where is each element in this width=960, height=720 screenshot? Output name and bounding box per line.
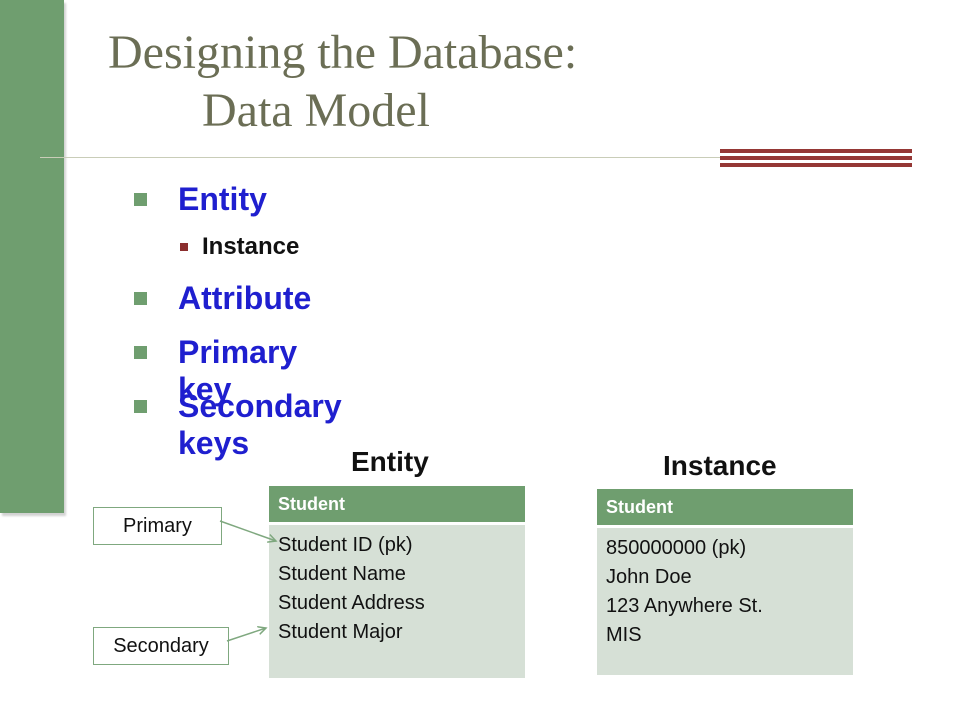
slide-title: Designing the Database: Data Model xyxy=(108,24,577,140)
primary-arrow xyxy=(219,520,276,541)
title-line-1: Designing the Database: xyxy=(108,26,578,79)
sub-bullet-item: Instance xyxy=(180,233,300,261)
instance-box-header: Student xyxy=(597,489,853,528)
instance-value-list: 850000000 (pk) John Doe 123 Anywhere St.… xyxy=(597,528,853,650)
accent-stripe xyxy=(720,156,912,160)
bullet-text: Attribute xyxy=(178,280,312,316)
entity-box: Student Student ID (pk) Student Name Stu… xyxy=(269,486,525,678)
bullet-text: Primary key xyxy=(178,334,298,407)
bullet-square-icon xyxy=(134,346,147,359)
instance-value: 123 Anywhere St. xyxy=(606,595,763,617)
side-accent-bar xyxy=(0,0,64,513)
bullet-item: Entity xyxy=(134,181,267,218)
sub-bullet-square-icon xyxy=(180,243,188,251)
title-line-2: Data Model xyxy=(202,84,430,137)
bullet-text: Instance xyxy=(202,233,300,260)
bullet-item: Secondary keys xyxy=(134,388,342,462)
entity-attribute: Student Major xyxy=(278,621,403,643)
title-divider xyxy=(40,157,720,158)
instance-value: 850000000 (pk) xyxy=(606,537,747,559)
instance-value: John Doe xyxy=(606,566,692,588)
entity-box-header: Student xyxy=(269,486,525,525)
bullet-item: Attribute xyxy=(134,280,312,317)
entity-attribute-list: Student ID (pk) Student Name Student Add… xyxy=(269,525,525,647)
bullet-square-icon xyxy=(134,193,147,206)
bullet-text: Secondary keys xyxy=(178,388,342,461)
entity-attribute: Student ID (pk) xyxy=(278,534,413,556)
secondary-arrow xyxy=(226,628,266,642)
entity-attribute: Student Address xyxy=(278,592,425,614)
accent-stripe xyxy=(720,149,912,153)
instance-box: Student 850000000 (pk) John Doe 123 Anyw… xyxy=(597,489,853,675)
instance-heading: Instance xyxy=(663,450,777,481)
secondary-label: Secondary xyxy=(93,627,229,665)
bullet-square-icon xyxy=(134,292,147,305)
bullet-square-icon xyxy=(134,400,147,413)
bullet-item: Primary key xyxy=(134,334,298,408)
entity-heading: Entity xyxy=(351,446,429,477)
accent-stripe xyxy=(720,163,912,167)
primary-label: Primary xyxy=(93,507,222,545)
entity-attribute: Student Name xyxy=(278,563,406,585)
bullet-text: Entity xyxy=(178,181,267,217)
instance-value: MIS xyxy=(606,624,642,646)
